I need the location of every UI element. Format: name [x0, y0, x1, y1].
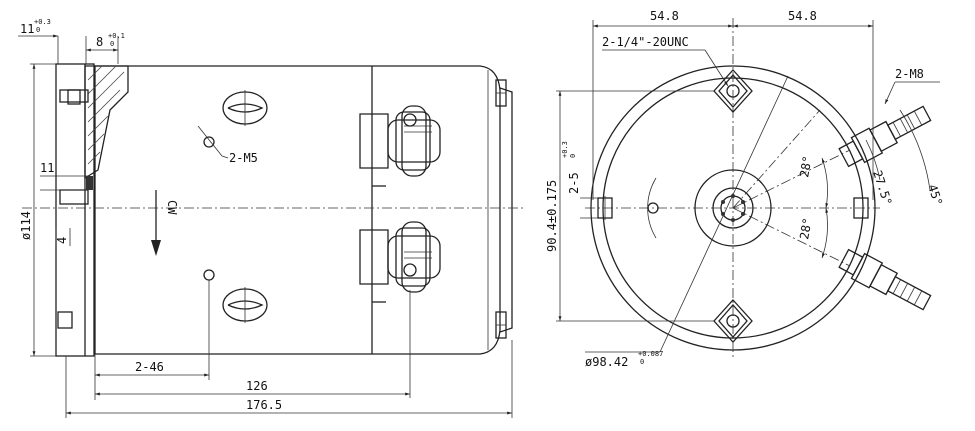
diameter-leader: [659, 75, 789, 353]
dim-11-top: 11: [20, 22, 34, 36]
svg-text:+0.3: +0.3: [561, 141, 569, 158]
dim-11-mid: 11: [40, 161, 54, 175]
dim-90-4: 90.4±0.175: [545, 180, 559, 252]
m5-label: 2-M5: [229, 151, 258, 165]
motor-body-outline: [94, 65, 501, 355]
dim-176-5: 176.5: [246, 398, 282, 412]
front-view: 54.8 54.8 2-1/4"-20UNC 2-M8 27.5° 45° 28…: [545, 9, 945, 369]
terminal-bottom: [359, 221, 441, 293]
m8-stud-bottom: [838, 248, 932, 311]
side-view: CW 11 11: [18, 18, 525, 418]
svg-text:+0.3: +0.3: [34, 18, 51, 26]
unc-bolt-top: [713, 69, 753, 113]
svg-text:0: 0: [569, 154, 577, 158]
shaft-key: [86, 176, 93, 190]
svg-text:+0.1: +0.1: [108, 32, 125, 40]
svg-text:+0.087: +0.087: [638, 350, 663, 358]
cw-label: CW: [165, 200, 179, 215]
slot-top: [222, 90, 268, 126]
dim-126: 126: [246, 379, 268, 393]
angle-45: 45°: [925, 183, 945, 208]
slot-bottom: [222, 287, 268, 323]
section-hatch: [84, 65, 129, 180]
svg-text:0: 0: [640, 358, 644, 366]
dim-54-8-left: 54.8: [650, 9, 679, 23]
slot-dim: 2-5: [567, 172, 581, 194]
terminal-top: [359, 105, 441, 177]
end-cap: [499, 87, 513, 333]
dim-54-8-right: 54.8: [788, 9, 817, 23]
unc-bolt-bottom: [713, 299, 753, 343]
m5-hole-bottom: [203, 269, 215, 281]
dim-8: 8: [96, 35, 103, 49]
dim-4: 4: [55, 237, 69, 244]
m5-hole-top: [203, 136, 215, 148]
dim-98-42: ø98.42: [585, 355, 628, 369]
dim-2-46: 2-46: [135, 360, 164, 374]
angle-28-upper: 28°: [797, 155, 815, 179]
mounting-flange: [55, 63, 95, 357]
angle-28-lower: 28°: [797, 217, 815, 241]
spline-icon: [721, 194, 745, 222]
svg-text:0: 0: [36, 26, 40, 34]
dim-114: ø114: [19, 211, 33, 240]
svg-text:0: 0: [110, 40, 114, 48]
slot-right: [853, 197, 869, 219]
m8-stud-top: [838, 105, 932, 168]
unc-label: 2-1/4"-20UNC: [602, 35, 689, 49]
m8-label: 2-M8: [895, 67, 924, 81]
